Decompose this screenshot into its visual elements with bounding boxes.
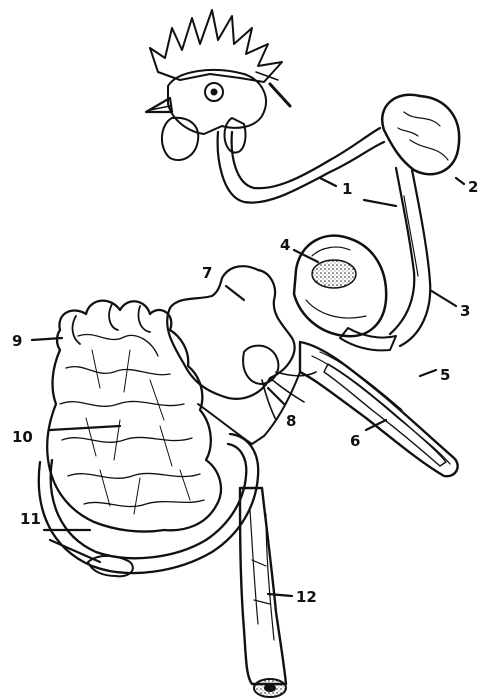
label-6: 6 <box>350 432 360 450</box>
liver <box>167 266 294 399</box>
label-10: 10 <box>12 428 33 446</box>
label-2: 2 <box>468 178 478 196</box>
label-12: 12 <box>296 588 317 606</box>
label-3: 3 <box>460 302 470 320</box>
label-8: 8 <box>286 412 296 430</box>
leader-lines <box>32 178 464 596</box>
label-9: 9 <box>12 332 22 350</box>
label-1: 1 <box>342 180 352 198</box>
label-7: 7 <box>202 264 212 282</box>
gizzard <box>294 236 396 351</box>
crop <box>382 95 459 175</box>
small-intestine <box>47 301 221 532</box>
label-4: 4 <box>280 236 290 254</box>
lower-esophagus <box>390 168 430 346</box>
esophagus <box>218 128 384 203</box>
label-11: 11 <box>20 510 41 528</box>
label-5: 5 <box>440 366 450 384</box>
rectum <box>240 488 286 697</box>
duodenum-loop <box>300 342 458 476</box>
